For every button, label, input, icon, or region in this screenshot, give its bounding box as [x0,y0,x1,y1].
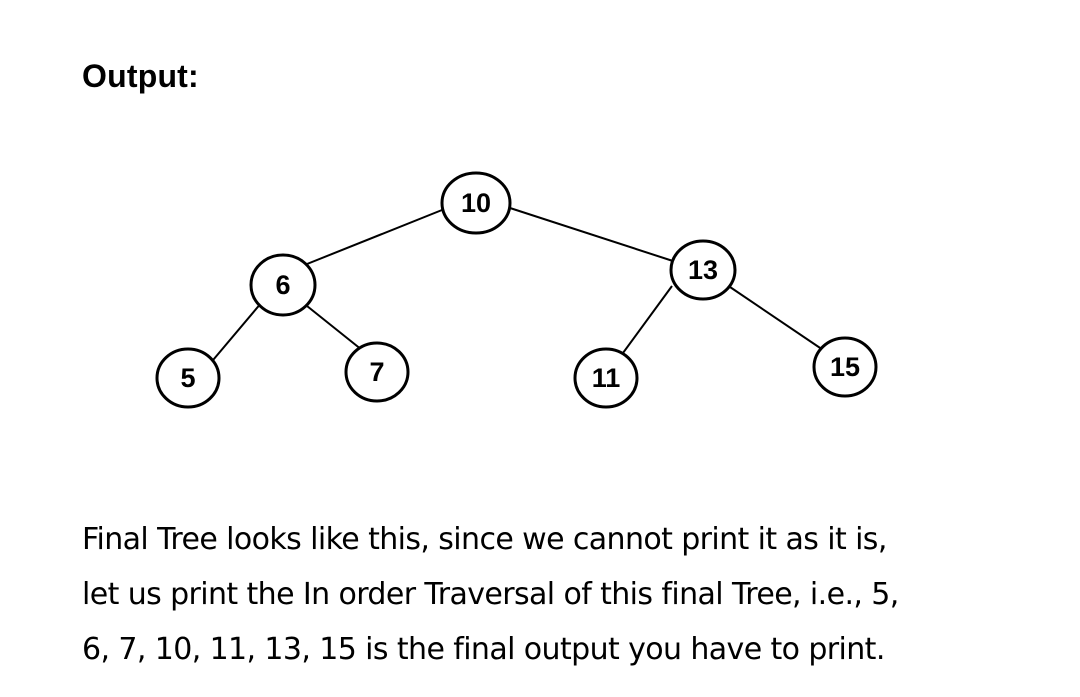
tree-node-15: 15 [812,336,878,398]
description-line-3: 6, 7, 10, 11, 13, 15 is the final output… [82,632,885,667]
edge-13-15 [729,286,833,357]
node-label-7: 7 [369,357,384,387]
tree-node-13: 13 [669,239,737,301]
tree-node-10: 10 [440,171,512,235]
tree-node-7: 7 [344,341,410,403]
node-label-13: 13 [688,255,718,285]
binary-tree-diagram: 10 6 13 5 7 11 15 [155,171,878,409]
edge-6-5 [207,301,263,367]
description-paragraph: Final Tree looks like this, since we can… [82,512,1042,677]
tree-node-6: 6 [249,253,317,317]
output-heading: Output: [82,58,199,94]
node-label-6: 6 [275,270,290,300]
node-label-10: 10 [461,188,491,218]
edge-10-6 [301,207,448,267]
tree-node-5: 5 [155,347,221,409]
node-label-15: 15 [830,352,860,382]
node-label-5: 5 [180,363,195,393]
description-line-2: let us print the In order Traversal of t… [82,577,899,612]
edge-10-13 [509,207,677,263]
node-label-11: 11 [592,363,621,393]
description-line-1: Final Tree looks like this, since we can… [82,522,887,557]
tree-node-11: 11 [573,347,639,409]
